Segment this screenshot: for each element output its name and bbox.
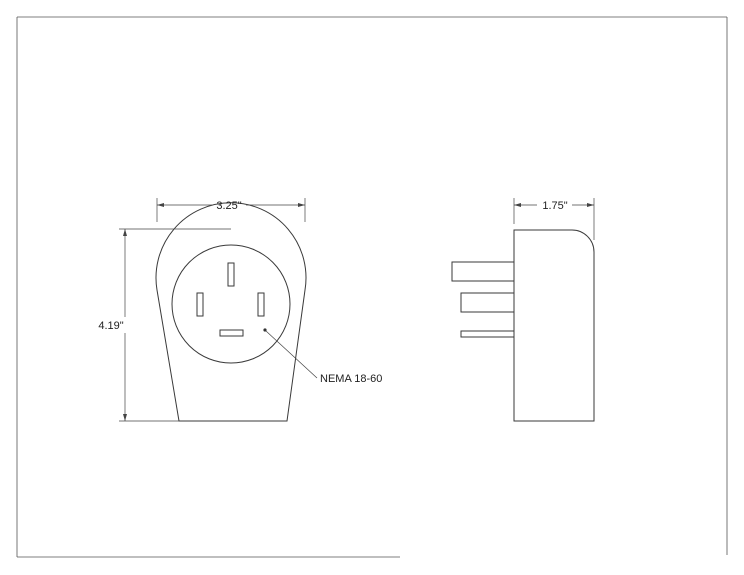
depth-dimension: 1.75" <box>513 198 595 240</box>
top-slot <box>227 262 235 287</box>
right-slot <box>257 292 265 317</box>
height-label: 4.19" <box>98 320 123 332</box>
front-body-outline <box>155 202 307 422</box>
side-body-outline <box>513 229 595 422</box>
bottom-slot <box>219 329 244 337</box>
depth-label: 1.75" <box>542 200 567 212</box>
width-label: 3.25" <box>216 200 241 212</box>
callout-leader <box>265 330 318 379</box>
callout-dot <box>263 328 267 332</box>
callout-label: NEMA 18-60 <box>320 373 382 385</box>
left-slot <box>196 292 204 317</box>
prong-top <box>451 261 515 282</box>
prong-middle <box>460 292 515 313</box>
prong-bottom <box>460 330 515 338</box>
height-dimension: 4.19" <box>98 228 231 422</box>
receptacle-face <box>171 244 291 364</box>
side-view: 1.75" <box>451 198 595 422</box>
sheet-border <box>16 16 728 558</box>
width-dimension: 3.25" <box>156 198 306 222</box>
front-view: NEMA 18-60 3.25" 4.19" <box>98 198 382 422</box>
